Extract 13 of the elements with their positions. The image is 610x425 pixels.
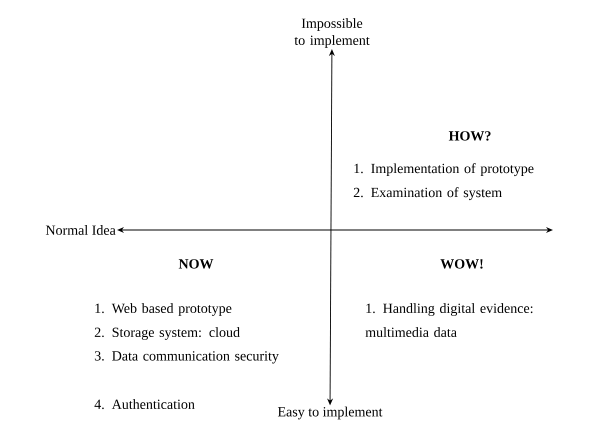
list-item: 1. Web based prototype [95, 303, 232, 316]
list-item: 3. Data communication security [94, 351, 279, 364]
quadrant-heading: HOW? [448, 131, 491, 141]
quadrant-heading: WOW! [440, 259, 483, 269]
axis-label: Normal Idea [46, 225, 116, 235]
axis-label: Impossible to implement [294, 18, 370, 48]
quadrant-heading: NOW [178, 259, 214, 269]
list-item: 4. Authentication [94, 399, 195, 410]
list-item: 2. Examination of system [354, 187, 502, 200]
list-item: 2. Storage system: cloud [94, 327, 240, 340]
axis-label: Easy to implement [278, 406, 382, 420]
list-item: 1. Implementation of prototype [354, 163, 534, 176]
list-item: 1. Handling digital evidence: multimedia data [366, 303, 532, 338]
